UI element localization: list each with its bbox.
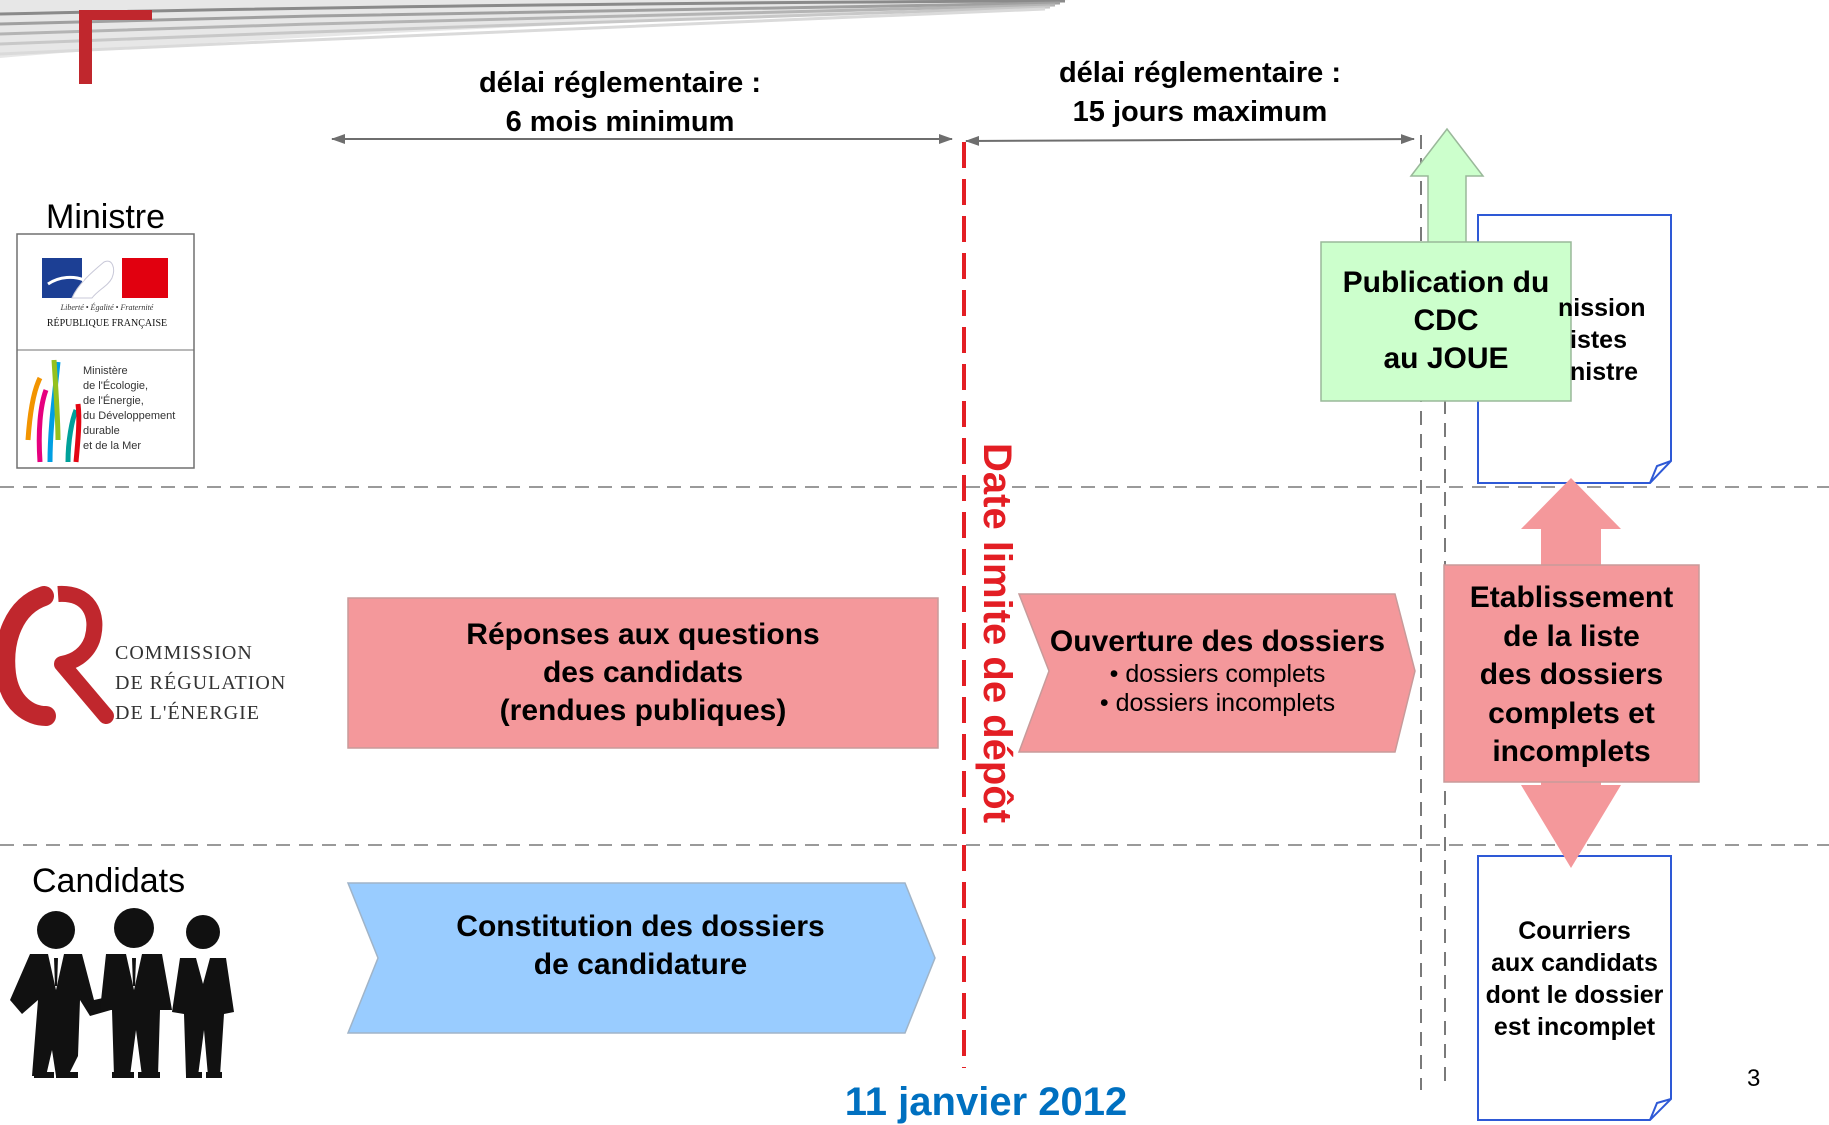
publication-box [1320, 241, 1572, 402]
courriers-document [1477, 855, 1672, 1121]
deadline-date: 11 janvier 2012 [844, 1080, 1128, 1124]
row-label-candidats: Candidats [32, 862, 186, 900]
etablissement-box [1443, 564, 1700, 783]
delay-right-line-1: délai réglementaire : [1058, 57, 1342, 89]
ministry-motto: Liberté • Égalité • Fraternité [60, 303, 154, 312]
ouverture-title: Ouverture des dossiers [1049, 625, 1386, 658]
delay-left-line-2: 6 mois minimum [505, 106, 735, 138]
delay-right-line-2: 15 jours maximum [1072, 96, 1328, 128]
row-label-ministre: Ministre [46, 198, 166, 236]
reponses-text: Réponses aux questions des candidats (re… [466, 618, 820, 727]
delay-right-arrow [965, 134, 1415, 146]
etablissement-text: Etablissement de la liste des dossiers c… [1469, 581, 1674, 768]
publication-text: Publication du CDC au JOUE [1342, 266, 1550, 375]
cre-name: COMMISSION DE RÉGULATION DE L'ÉNERGIE [115, 642, 287, 724]
ouverture-text: Ouverture des dossiers dossiers complets… [1030, 624, 1405, 718]
delay-left-label: délai réglementaire : 6 mois minimum [420, 64, 820, 142]
transmission-text: nission istes nistre [1558, 294, 1646, 386]
ouverture-items: dossiers complets dossiers incomplets [1030, 660, 1405, 718]
ministry-name: Ministère de l'Écologie, de l'Énergie, d… [83, 365, 176, 452]
constitution-text: Constitution des dossiers de candidature [456, 910, 825, 981]
publication-up-arrow [1409, 127, 1485, 245]
ministry-republic: RÉPUBLIQUE FRANÇAISE [46, 318, 168, 329]
cre-logo-icon [0, 585, 114, 726]
ministry-logo [16, 233, 195, 469]
page-number: 3 [1747, 1065, 1761, 1092]
delay-left-line-1: délai réglementaire : [478, 67, 762, 99]
reponses-box [347, 597, 939, 749]
list-item: dossiers incomplets [1030, 689, 1405, 718]
delay-right-label: délai réglementaire : 15 jours maximum [1000, 54, 1400, 132]
header-swoosh [0, 0, 1070, 58]
candidates-people-icon [10, 908, 234, 1078]
deadline-label: Date limite de dépôt [975, 443, 1019, 824]
constitution-chevron [346, 882, 936, 1034]
courriers-text: Courriers aux candidats dont le dossier … [1485, 917, 1664, 1041]
list-item: dossiers complets [1030, 660, 1405, 689]
corner-bracket-icon [79, 10, 152, 84]
